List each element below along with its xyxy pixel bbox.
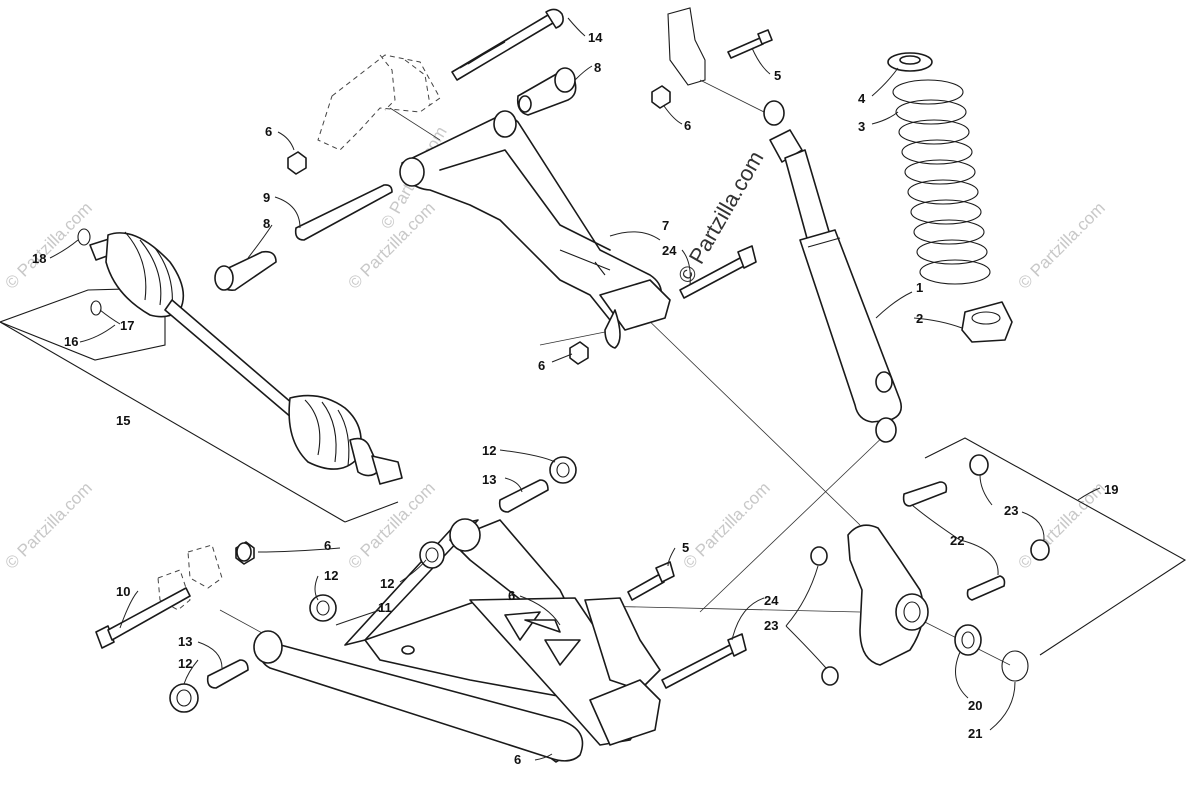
- watermark: © Partzilla.com: [1, 478, 95, 572]
- callout-8: 8: [594, 60, 601, 75]
- callout-3: 3: [858, 119, 865, 134]
- callout-2: 2: [916, 311, 923, 326]
- lower-a-arm: [253, 518, 661, 762]
- callout-13: 13: [178, 634, 192, 649]
- callout-24: 24: [662, 243, 677, 258]
- watermark: © Partzilla.com: [1, 198, 95, 292]
- callout-4: 4: [858, 91, 866, 106]
- callout-16: 16: [64, 334, 78, 349]
- callout-5: 5: [774, 68, 781, 83]
- callout-6: 6: [508, 588, 515, 603]
- callout-7: 7: [662, 218, 669, 233]
- callout-8: 8: [263, 216, 270, 231]
- watermark: © Partzilla.com: [1014, 478, 1108, 572]
- watermark-strong: © Partzilla.com: [673, 147, 769, 288]
- spring-coils: [892, 79, 991, 285]
- shock-absorber: [763, 100, 903, 443]
- callout-10: 10: [116, 584, 130, 599]
- drive-axle: [77, 228, 403, 485]
- callout-23: 23: [764, 618, 778, 633]
- watermark: © Partzilla.com: [679, 478, 773, 572]
- callout-9: 9: [263, 190, 270, 205]
- callout-6: 6: [265, 124, 272, 139]
- coil-spring: [887, 52, 1013, 343]
- callout-13: 13: [482, 472, 496, 487]
- knuckle-assembly: [810, 454, 1050, 686]
- callout-22: 22: [950, 533, 964, 548]
- callout-15: 15: [116, 413, 130, 428]
- callout-12: 12: [178, 656, 192, 671]
- shock-upper-mount: [667, 7, 773, 86]
- callout-17: 17: [120, 318, 134, 333]
- callout-6: 6: [324, 538, 331, 553]
- callout-6: 6: [514, 752, 521, 767]
- callout-24: 24: [764, 593, 779, 608]
- callout-18: 18: [32, 251, 46, 266]
- callout-6: 6: [538, 358, 545, 373]
- watermark: © Partzilla.com: [1014, 198, 1108, 292]
- callout-19: 19: [1104, 482, 1118, 497]
- callout-12: 12: [324, 568, 338, 583]
- upper-a-arm: [399, 110, 671, 349]
- callout-11: 11: [378, 600, 392, 615]
- callout-21: 21: [968, 726, 982, 741]
- callout-14: 14: [588, 30, 603, 45]
- callout-5: 5: [682, 540, 689, 555]
- bolt-10: [95, 587, 191, 649]
- callout-1: 1: [916, 280, 923, 295]
- bolts-lower: [627, 245, 757, 689]
- callouts: 14 8 5 6 4 3 6 9 8 18 17 16 7 24 1 2 6 1…: [32, 30, 1118, 767]
- leader-lines: [49, 17, 1101, 761]
- lower-frame-bracket: [157, 542, 252, 611]
- knuckle-group-box: [924, 437, 1187, 656]
- upper-frame-bracket: [317, 54, 441, 151]
- lower-bushings: [169, 456, 577, 713]
- long-bolt-14: [451, 8, 564, 81]
- callout-6: 6: [684, 118, 691, 133]
- callout-20: 20: [968, 698, 982, 713]
- callout-12: 12: [380, 576, 394, 591]
- callout-12: 12: [482, 443, 496, 458]
- upper-bushings: [214, 67, 577, 291]
- callout-23: 23: [1004, 503, 1018, 518]
